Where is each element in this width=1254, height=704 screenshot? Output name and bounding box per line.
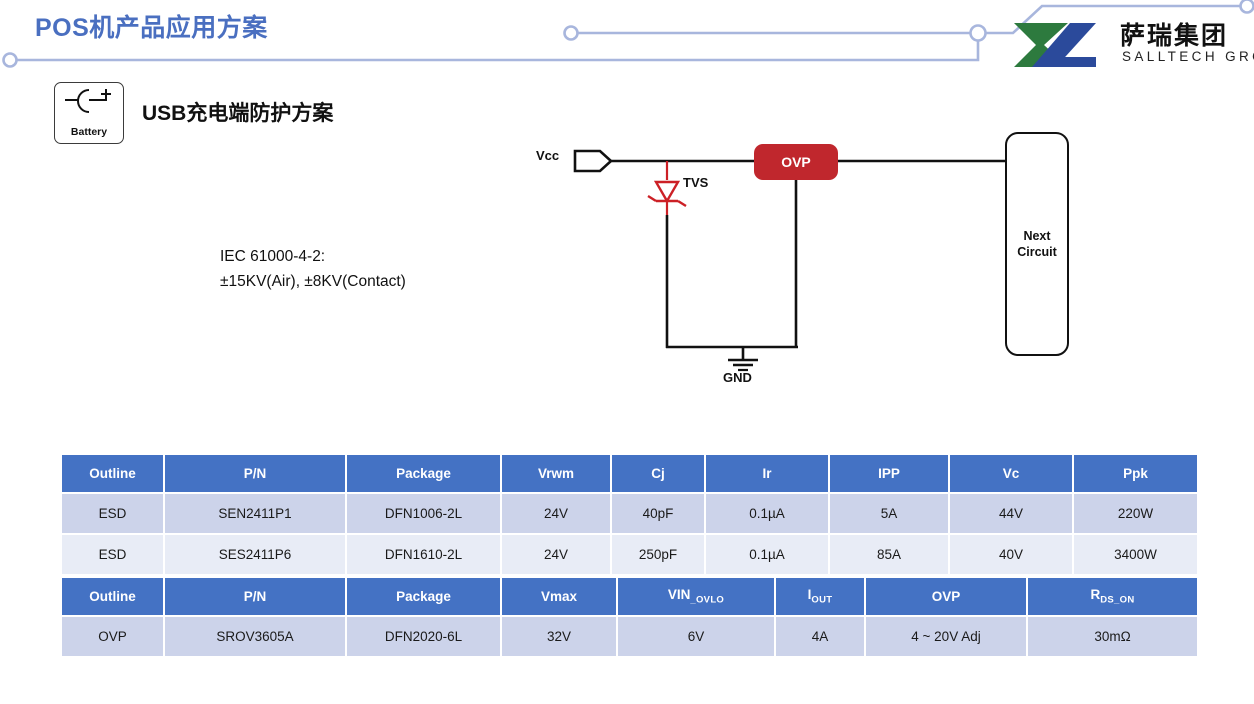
battery-icon-label: Battery [70,126,108,138]
battery-symbol-icon [65,89,111,113]
cell-pn: SEN2411P1 [164,493,347,535]
cell-ipp: 85A [829,534,950,576]
cell-package: DFN2020-6L [346,616,502,658]
col-header-package: Package [346,578,502,617]
col-header-rds-sub: DS_ON [1100,594,1135,606]
col-header-cj: Cj [611,455,706,494]
iec-note-line2: ±15KV(Air), ±8KV(Contact) [220,273,406,290]
circuit-label-vcc: Vcc [536,148,560,163]
cell-iout: 4A [775,616,866,658]
logo-mark-icon [1014,23,1096,67]
subtitle-latin: USB [142,102,187,125]
col-header-vin-sub: _OVLO [690,594,725,606]
cell-vc: 40V [949,534,1074,576]
page-title: POS机产品应用方案 [35,14,268,42]
table-header-row: Outline P/N Package Vmax VIN_OVLO IOUT O… [62,578,1197,617]
col-header-iout-main: I [807,587,812,603]
esd-spec-table: Outline P/N Package Vrwm Cj Ir IPP Vc Pp… [62,455,1197,576]
cell-package: DFN1006-2L [346,493,502,535]
cell-ovp: 4 ~ 20V Adj [865,616,1028,658]
col-header-rds-on: RDS_ON [1027,578,1197,617]
cell-ir: 0.1µA [705,534,830,576]
col-header-pn: P/N [164,578,347,617]
circuit-label-tvs: TVS [683,175,709,190]
cell-vrwm: 24V [501,534,612,576]
table-header-row: Outline P/N Package Vrwm Cj Ir IPP Vc Pp… [62,455,1197,494]
subtitle-cn: 充电端防护方案 [186,100,334,125]
battery-icon-card: Battery [54,82,124,144]
cell-ppk: 3400W [1073,534,1197,576]
circuit-block-ovp: OVP [754,144,838,180]
col-header-vmax: Vmax [501,578,618,617]
company-logo: 萨瑞集团 SALLTECH GROUP [1010,14,1254,76]
col-header-vrwm: Vrwm [501,455,612,494]
col-header-ppk: Ppk [1073,455,1197,494]
col-header-ipp: IPP [829,455,950,494]
table-row: OVP SROV3605A DFN2020-6L 32V 6V 4A 4 ~ 2… [62,616,1197,658]
next-circuit-line1: Next [1023,229,1051,243]
circuit-diagram: Vcc TVS GND OVP Next Circuit [510,120,1130,400]
circuit-wiring [573,149,1007,372]
col-header-rds-main: R [1090,587,1101,603]
cell-outline: ESD [62,493,165,535]
cell-vc: 44V [949,493,1074,535]
cell-ppk: 220W [1073,493,1197,535]
cell-outline: ESD [62,534,165,576]
col-header-vc: Vc [949,455,1074,494]
table-row: ESD SEN2411P1 DFN1006-2L 24V 40pF 0.1µA … [62,493,1197,535]
ovp-spec-table: Outline P/N Package Vmax VIN_OVLO IOUT O… [62,578,1197,658]
logo-en-name: SALLTECH GROUP [1122,49,1254,64]
col-header-ir: Ir [705,455,830,494]
cell-pn: SES2411P6 [164,534,347,576]
section-subtitle: USB充电端防护方案 [142,97,333,127]
circuit-block-next-circuit: Next Circuit [1005,132,1069,356]
cell-rds-on: 30mΩ [1027,616,1197,658]
cell-vrwm: 24V [501,493,612,535]
cell-ir: 0.1µA [705,493,830,535]
col-header-outline: Outline [62,455,165,494]
col-header-pn: P/N [164,455,347,494]
cell-cj: 250pF [611,534,706,576]
cell-ipp: 5A [829,493,950,535]
col-header-iout-sub: OUT [811,594,833,606]
cell-outline: OVP [62,616,165,658]
col-header-iout: IOUT [775,578,866,617]
iec-standard-note: IEC 61000-4-2: ±15KV(Air), ±8KV(Contact) [220,244,406,294]
cell-package: DFN1610-2L [346,534,502,576]
col-header-ovp: OVP [865,578,1028,617]
col-header-package: Package [346,455,502,494]
next-circuit-line2: Circuit [1017,245,1057,259]
logo-cn-name: 萨瑞集团 [1120,21,1229,50]
iec-note-line1: IEC 61000-4-2: [220,248,326,265]
circuit-label-gnd: GND [723,370,752,385]
cell-vin-ovlo: 6V [617,616,776,658]
cell-pn: SROV3605A [164,616,347,658]
col-header-vin-ovlo: VIN_OVLO [617,578,776,617]
table-row: ESD SES2411P6 DFN1610-2L 24V 250pF 0.1µA… [62,534,1197,576]
col-header-vin-main: VIN [667,587,691,603]
cell-cj: 40pF [611,493,706,535]
col-header-outline: Outline [62,578,165,617]
cell-vmax: 32V [501,616,618,658]
